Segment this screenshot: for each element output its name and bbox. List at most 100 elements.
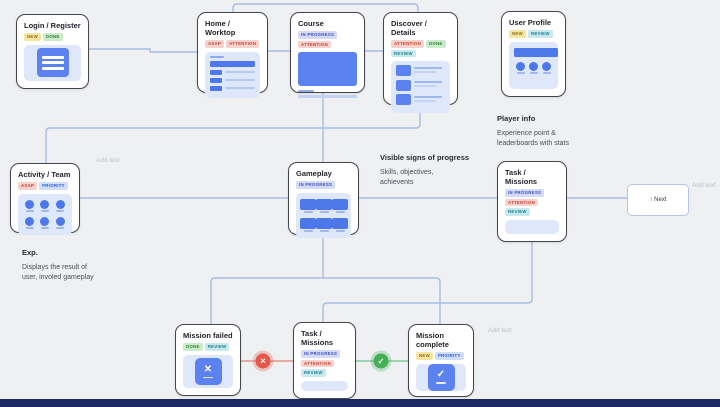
note-visible-progress[interactable]: Visible signs of progress Skills, object…: [380, 153, 495, 188]
badge-row: NEW PRIORITY: [416, 352, 466, 360]
gameplay-grid-mockup: [296, 192, 351, 238]
add-text-placeholder[interactable]: Add text: [96, 157, 120, 164]
card-user-profile[interactable]: User Profile NEW REVIEW: [501, 11, 566, 97]
badge-row: IN PROGRESS ATTENTION REVIEW: [505, 189, 559, 216]
card-discover-details[interactable]: Discover / Details ATTENTION DONE REVIEW: [383, 12, 458, 113]
badge-attention[interactable]: ATTENTION: [298, 40, 331, 49]
connector-bottom-split: [210, 277, 441, 324]
badge-new[interactable]: NEW: [24, 33, 41, 41]
note-title: Player info: [497, 114, 536, 123]
success-marker: [373, 353, 389, 369]
badge-new[interactable]: NEW: [416, 352, 433, 360]
badge-asap[interactable]: ASAP: [18, 182, 38, 190]
badge-review[interactable]: REVIEW: [391, 49, 416, 58]
card-title: Task / Missions: [301, 329, 334, 347]
badge-attention[interactable]: ATTENTION: [301, 359, 334, 368]
video-block: [298, 52, 357, 87]
card-course[interactable]: Course IN PROGRESS ATTENTION: [290, 12, 365, 99]
avatar: [542, 61, 551, 74]
card-title: Home / Worktop: [205, 19, 236, 37]
card-home-worktop[interactable]: Home / Worktop ASAP ATTENTION: [197, 12, 268, 98]
empty-screen-panel: [505, 219, 559, 234]
x-icon: ✕: [203, 363, 213, 375]
badge-row: IN PROGRESS: [296, 181, 351, 189]
badge-attention[interactable]: ATTENTION: [391, 40, 424, 48]
badge-asap[interactable]: ASAP: [205, 40, 225, 48]
badge-done[interactable]: DONE: [42, 33, 63, 41]
success-icon: ✓: [378, 357, 385, 366]
next-label: ↑ Next: [649, 197, 667, 203]
check-square-icon: ✓: [427, 363, 455, 391]
badge-row: DONE REVIEW: [183, 343, 233, 351]
card-title: Task / Missions: [505, 168, 538, 186]
badge-in-progress[interactable]: IN PROGRESS: [301, 350, 341, 358]
add-text-placeholder[interactable]: Add text: [692, 182, 716, 189]
result-row: [396, 79, 445, 91]
game-tile: [332, 198, 348, 213]
game-tile: [332, 217, 348, 232]
card-task-missions-mid[interactable]: Task / Missions IN PROGRESS ATTENTION RE…: [497, 161, 567, 242]
badge-row: ASAP ATTENTION: [205, 40, 260, 48]
badge-review[interactable]: REVIEW: [527, 30, 553, 38]
badge-done[interactable]: DONE: [183, 343, 203, 351]
leaderboard-avatars: [514, 61, 553, 74]
avatar: [53, 199, 68, 212]
badge-attention[interactable]: ATTENTION: [505, 198, 538, 207]
badge-row: IN PROGRESS ATTENTION: [298, 31, 357, 49]
game-tile: [300, 198, 316, 213]
badge-in-progress[interactable]: IN PROGRESS: [505, 189, 545, 197]
card-gameplay[interactable]: Gameplay IN PROGRESS: [288, 162, 359, 238]
card-title: Gameplay: [296, 169, 332, 178]
badge-new[interactable]: NEW: [509, 30, 526, 38]
bottom-taskbar: [0, 399, 720, 407]
text-line: [298, 95, 357, 99]
badge-review[interactable]: REVIEW: [301, 369, 326, 377]
list-row: [210, 85, 255, 91]
card-mission-failed[interactable]: Mission failed DONE REVIEW ✕: [175, 324, 241, 396]
card-title: Discover / Details: [391, 19, 427, 37]
team-grid-mockup: [18, 193, 72, 235]
badge-done[interactable]: DONE: [425, 40, 446, 48]
avatar: [516, 61, 525, 74]
fail-marker: [255, 353, 271, 369]
avatar: [37, 216, 52, 229]
note-body: Displays the result of user, involed gam…: [22, 264, 94, 281]
list-row: [210, 69, 255, 75]
game-tile: [300, 217, 316, 232]
card-title: Login / Register: [24, 21, 81, 30]
login-screen-mockup: [24, 44, 81, 81]
connector-login-home: [89, 48, 197, 53]
connector-home-discover-top: [232, 3, 419, 13]
profile-header-bar: [514, 47, 558, 57]
empty-screen-panel: [301, 380, 348, 391]
connector-taskmid-taskbottom: [322, 242, 533, 322]
badge-in-progress[interactable]: IN PROGRESS: [298, 31, 338, 39]
add-text-placeholder[interactable]: Add text: [488, 327, 512, 334]
badge-in-progress[interactable]: IN PROGRESS: [296, 181, 336, 189]
game-tile: [316, 217, 332, 232]
mission-complete-mockup: ✓: [416, 363, 466, 391]
note-exp[interactable]: Exp. Displays the result of user, invole…: [22, 248, 137, 283]
fail-icon: ✕: [260, 357, 266, 366]
note-player-info[interactable]: Player info Experience point & leaderboa…: [497, 114, 592, 149]
badge-review[interactable]: REVIEW: [505, 208, 530, 216]
badge-attention[interactable]: ATTENTION: [226, 40, 260, 48]
badge-priority[interactable]: PRIORITY: [434, 352, 464, 360]
card-activity-team[interactable]: Activity / Team ASAP PRIORITY: [10, 163, 80, 235]
badge-row: ASAP PRIORITY: [18, 182, 72, 190]
card-login-register[interactable]: Login / Register NEW DONE: [16, 14, 89, 89]
badge-review[interactable]: REVIEW: [204, 343, 230, 351]
next-step-button[interactable]: ↑ Next: [627, 184, 689, 216]
mission-failed-mockup: ✕: [183, 354, 233, 388]
card-task-missions-bottom[interactable]: Task / Missions IN PROGRESS ATTENTION RE…: [293, 322, 356, 399]
avatar: [53, 216, 68, 229]
result-row: [396, 94, 445, 106]
card-mission-complete[interactable]: Mission complete NEW PRIORITY ✓: [408, 324, 474, 397]
badge-priority[interactable]: PRIORITY: [39, 182, 68, 190]
game-tile: [316, 198, 332, 213]
badge-row: ATTENTION DONE REVIEW: [391, 40, 450, 58]
badge-row: NEW REVIEW: [509, 30, 558, 38]
card-title: Activity / Team: [18, 170, 71, 179]
connector-discover-activity: [45, 104, 421, 163]
